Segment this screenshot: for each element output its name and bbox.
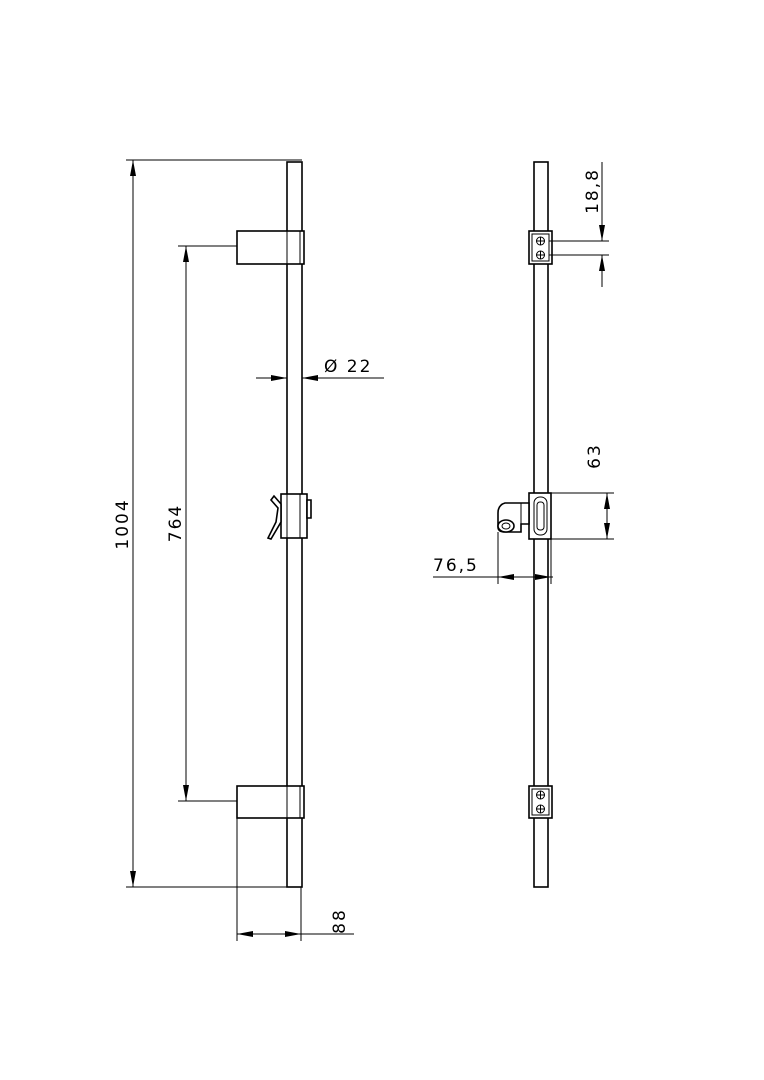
dim-slider-projection-label: 76,5 [433, 556, 479, 576]
side-bottom-bracket [528, 785, 553, 819]
side-top-bracket [528, 230, 553, 265]
dim-wall-projection: 88 [236, 818, 354, 941]
dim-overall-height: 1004 [113, 159, 302, 888]
side-slider [497, 492, 552, 540]
front-view: 1004 764 Ø 22 88 [113, 159, 384, 941]
dim-rod-diameter-label: Ø 22 [324, 357, 372, 377]
dim-rod-diameter: Ø 22 [256, 357, 384, 381]
front-bottom-bracket [236, 785, 305, 819]
dim-bracket-height: 18,8 [549, 162, 609, 287]
dim-slider-height-label: 63 [585, 443, 605, 469]
dim-wall-projection-label: 88 [330, 908, 350, 934]
dim-bracket-spacing: 764 [166, 245, 237, 802]
front-slider [266, 493, 312, 540]
dim-slider-projection: 76,5 [433, 532, 553, 584]
dim-bracket-spacing-label: 764 [166, 504, 186, 542]
dim-slider-height: 63 [551, 443, 614, 540]
front-top-bracket [236, 230, 305, 265]
dim-overall-height-label: 1004 [113, 498, 133, 549]
dim-bracket-height-label: 18,8 [583, 168, 603, 214]
side-view: 18,8 63 76,5 [433, 161, 614, 888]
